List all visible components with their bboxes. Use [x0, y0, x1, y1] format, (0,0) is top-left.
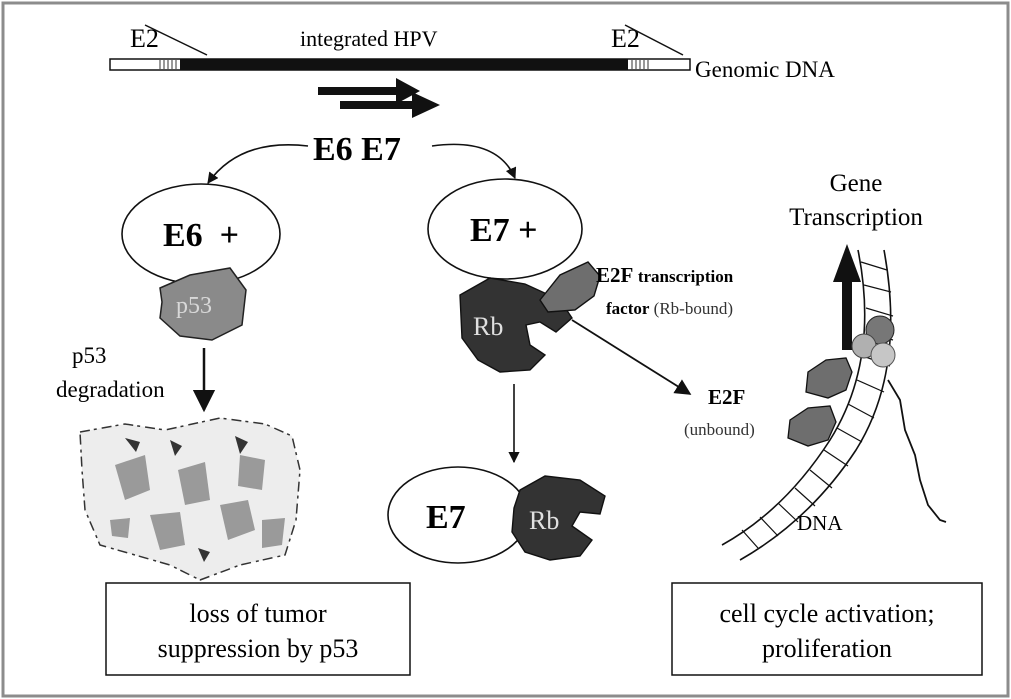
e7-oval: [427, 178, 583, 280]
p53-degradation-line1: p53: [72, 343, 107, 368]
transcription-arrow: [833, 244, 861, 350]
e2f-on-dna-2: [787, 405, 837, 447]
p53-label: p53: [176, 293, 212, 319]
p53-result-box: [105, 582, 411, 676]
p53-result-line1: loss of tumor: [189, 599, 327, 628]
rb-bound-label: Rb: [529, 506, 559, 535]
e6-complex-label: E6 +: [163, 217, 239, 254]
degraded-p53-fragments: [79, 417, 301, 581]
e7-complex-label: E7 +: [470, 212, 538, 249]
integrated-hpv-label: integrated HPV: [300, 26, 438, 51]
genomic-dna-bar: [109, 58, 691, 71]
e7-bound-label: E7: [426, 499, 466, 536]
e2-right-label: E2: [611, 24, 640, 53]
e2f-unbound-title: E2F: [708, 385, 745, 409]
e2f-unbound-sub: (unbound): [684, 420, 755, 439]
cell-cycle-result-box: [671, 582, 983, 676]
dna-double-helix: [721, 249, 947, 561]
e2f-release-arrow: [571, 319, 692, 395]
rb-bound-shape: [511, 475, 606, 561]
gene-transcription-line2: Transcription: [789, 204, 923, 231]
e2-left-label: E2: [130, 24, 159, 53]
genomic-dna-label: Genomic DNA: [695, 57, 835, 82]
arrow-to-e7: [431, 143, 517, 180]
rna-polymerase: [851, 315, 896, 368]
arrow-to-e6: [207, 144, 309, 184]
gene-transcription-line1: Gene: [830, 170, 883, 197]
p53-degradation-line2: degradation: [56, 377, 165, 402]
cell-cycle-result-line1: cell cycle activation;: [719, 599, 934, 628]
e2f-bound-title: E2F transcription: [596, 263, 734, 287]
rb-label: Rb: [473, 312, 503, 341]
e6-e7-label: E6 E7: [313, 131, 401, 168]
e2-left-strike: [144, 24, 208, 56]
expression-arrows: [318, 78, 440, 118]
p53-result-line2: suppression by p53: [158, 634, 359, 663]
e2-right-strike: [624, 24, 684, 56]
cell-cycle-result-line2: proliferation: [762, 634, 892, 663]
e2f-bound-line2: factor (Rb-bound): [606, 299, 733, 318]
p53-protein-shape: [159, 267, 247, 341]
e2f-on-dna-1: [805, 357, 853, 399]
e2f-bound-shape: [539, 261, 601, 313]
dna-label: DNA: [797, 511, 843, 535]
